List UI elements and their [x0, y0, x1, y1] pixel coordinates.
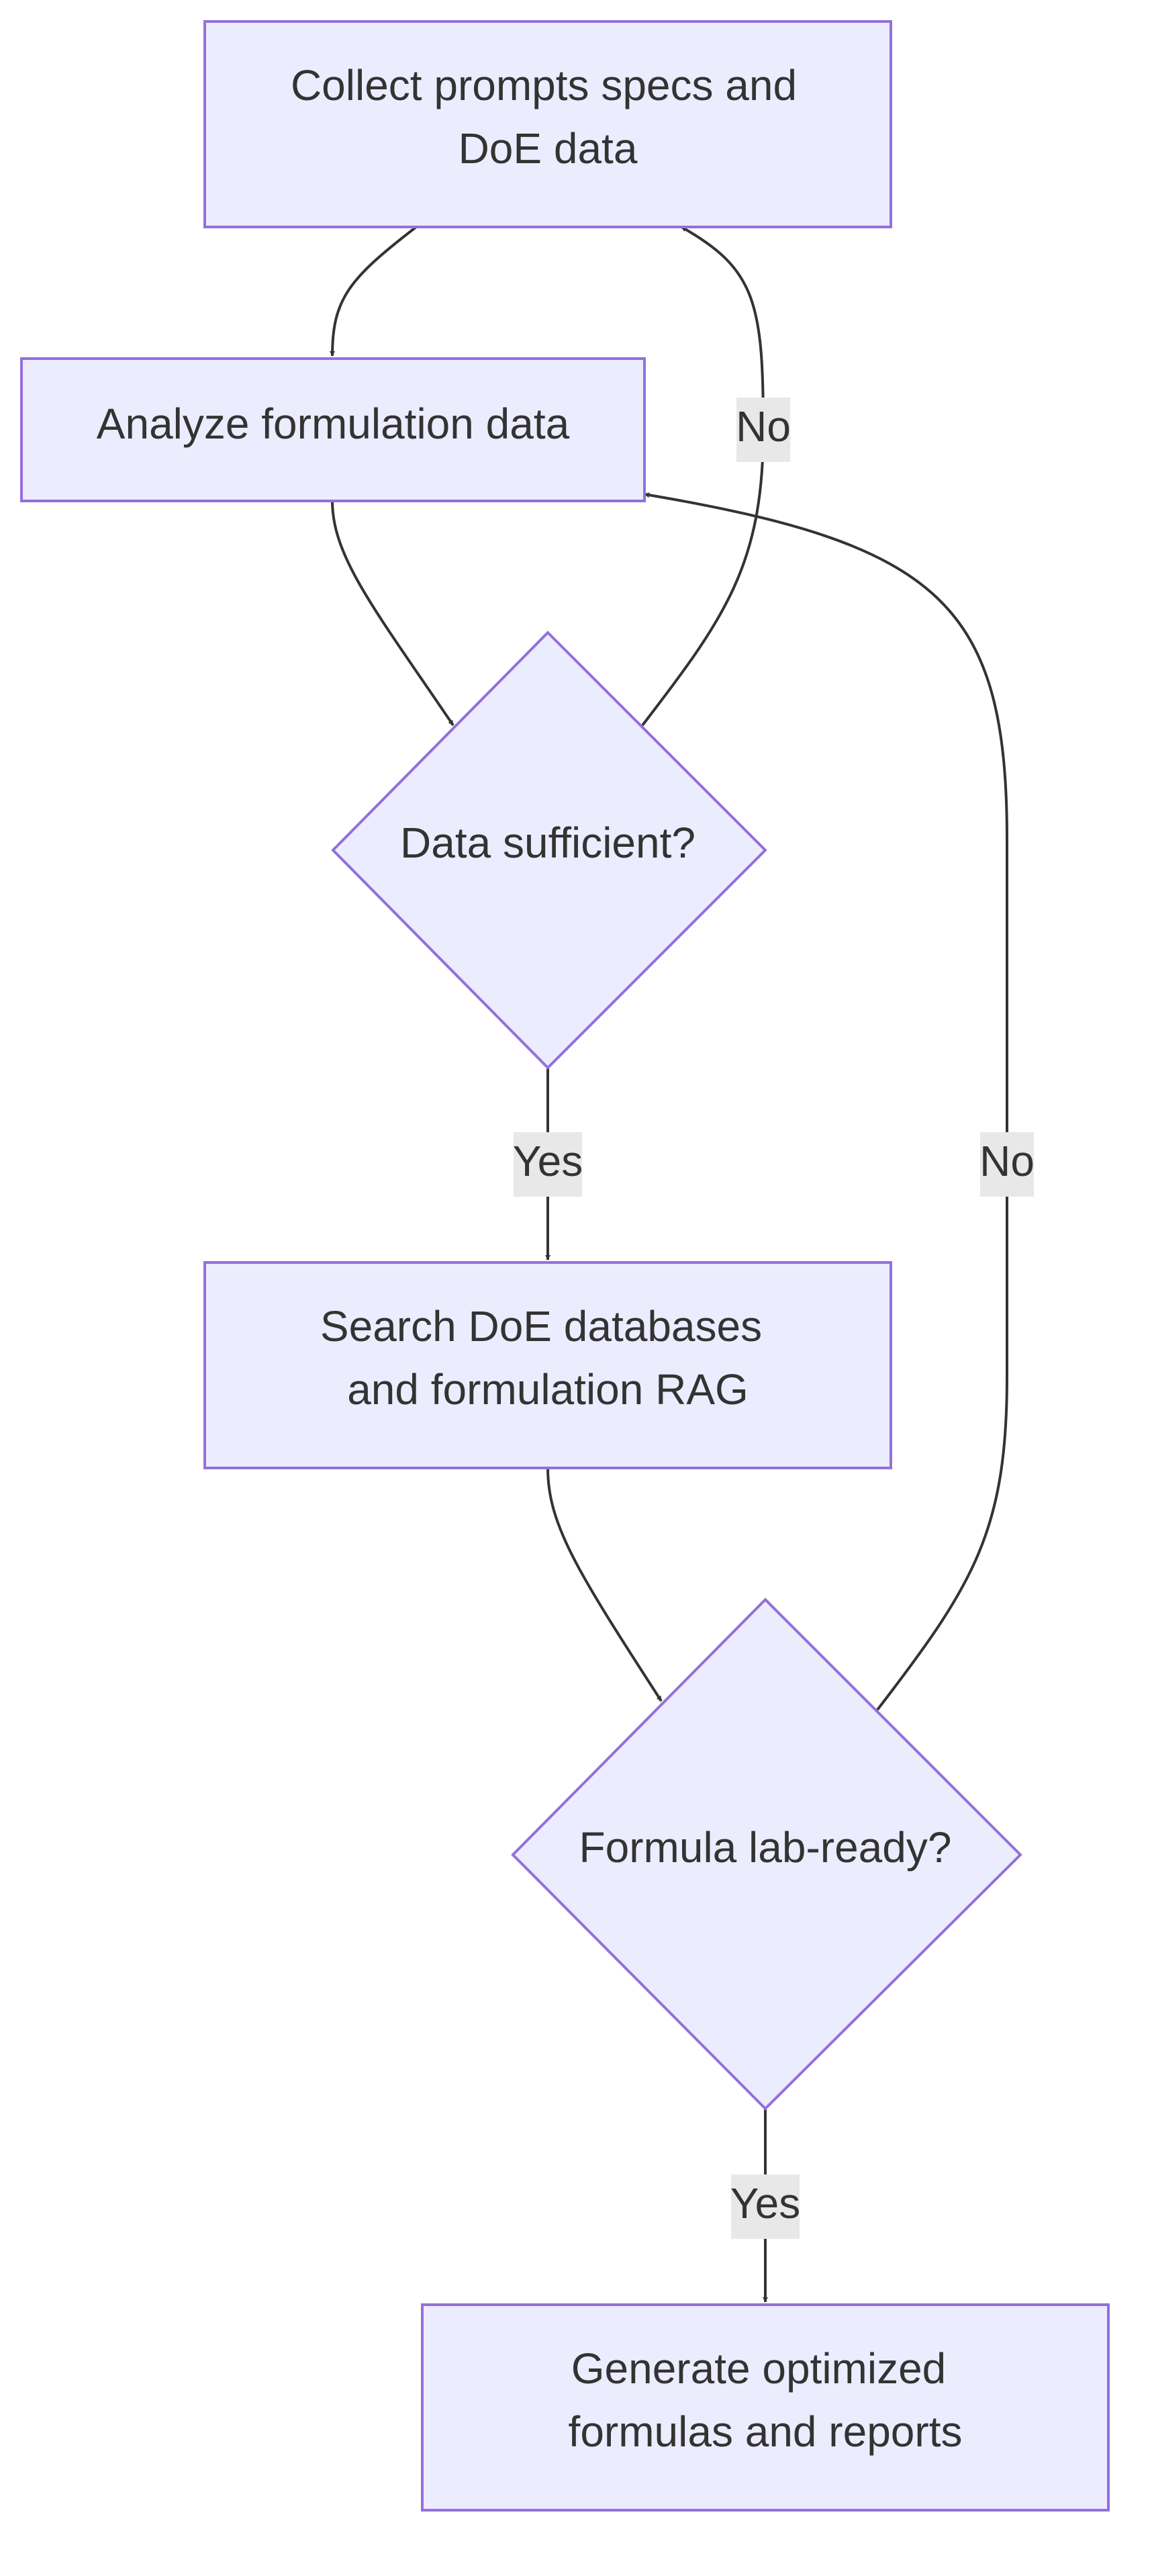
edge-labels: No Yes No Yes: [513, 398, 1035, 2239]
edge-label-yes-labready: Yes: [730, 2174, 800, 2239]
node-search-label-line-2: and formulation RAG: [347, 1365, 749, 1414]
node-collect-label-line-1: Collect prompts specs and: [291, 61, 797, 109]
edge-label-text: No: [979, 1137, 1035, 1185]
edge-label-text: Yes: [513, 1137, 583, 1185]
node-analyze-label: Analyze formulation data: [97, 400, 570, 448]
edge-label-no-labready: No: [979, 1132, 1035, 1197]
edge-sufficient-to-collect: [641, 226, 765, 727]
node-search: Search DoE databases and formulation RAG: [203, 1261, 892, 1469]
edge-label-no-sufficient: No: [736, 398, 791, 462]
node-sufficient-label: Data sufficient?: [400, 819, 695, 867]
node-labready-label: Formula lab-ready?: [579, 1823, 952, 1872]
edge-label-text: No: [736, 402, 791, 451]
edge-labready-to-analyze: [644, 492, 1008, 1711]
node-labready: Formula lab-ready?: [511, 1598, 1022, 2111]
node-collect-label-line-2: DoE data: [459, 124, 638, 173]
edge-analyze-to-sufficient: [331, 500, 454, 727]
node-generate-label-line-1: Generate optimized: [571, 2344, 947, 2393]
node-generate: Generate optimized formulas and reports: [421, 2303, 1110, 2512]
node-collect: Collect prompts specs and DoE data: [203, 20, 892, 228]
edge-search-to-labready: [546, 1467, 663, 1702]
edge-label-text: Yes: [730, 2179, 800, 2227]
edge-label-yes-sufficient: Yes: [513, 1132, 583, 1197]
edge-collect-to-analyze: [330, 226, 418, 357]
node-generate-label-line-2: formulas and reports: [569, 2407, 963, 2456]
node-search-label-line-1: Search DoE databases: [320, 1302, 762, 1350]
node-sufficient: Data sufficient?: [331, 631, 767, 1070]
node-analyze: Analyze formulation data: [20, 357, 646, 502]
